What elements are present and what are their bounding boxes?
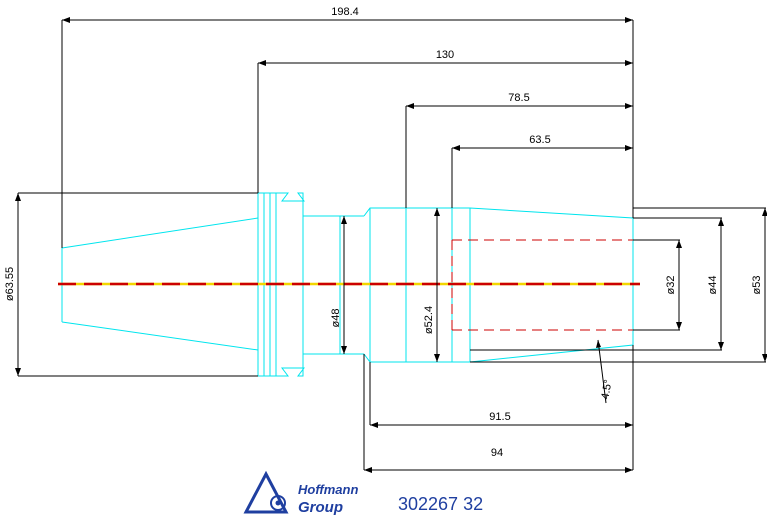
part-number: 302267 32	[398, 494, 483, 514]
logo-emblem-icon	[243, 470, 289, 514]
dim-length-130: 130	[436, 49, 454, 61]
dim-dia-flange: ø63.55	[4, 267, 16, 301]
hidden-bore	[451, 239, 633, 331]
dim-dia-collar: ø52.4	[423, 306, 435, 334]
dim-overall-length: 198.4	[331, 6, 359, 18]
arrowheads	[15, 17, 767, 473]
company-logo: Hoffmann Group	[243, 470, 358, 516]
dim-dia-bore: ø32	[665, 276, 677, 295]
dim-angle: 4.5°	[599, 379, 614, 400]
dim-dia-neck: ø48	[330, 309, 342, 328]
logo-line2: Group	[298, 499, 343, 516]
dim-length-94: 94	[491, 447, 503, 459]
dim-length-63-5: 63.5	[529, 134, 550, 146]
dimension-lines	[17, 19, 766, 471]
dim-length-91-5: 91.5	[489, 411, 510, 423]
dimension-labels: 198.4 130 78.5 63.5 91.5 94 ø63.55 ø48 ø…	[4, 6, 763, 459]
logo-line1: Hoffmann	[298, 482, 358, 497]
dim-dia-front: ø44	[707, 276, 719, 295]
dim-dia-max: ø53	[751, 276, 763, 295]
dim-length-78-5: 78.5	[508, 92, 529, 104]
